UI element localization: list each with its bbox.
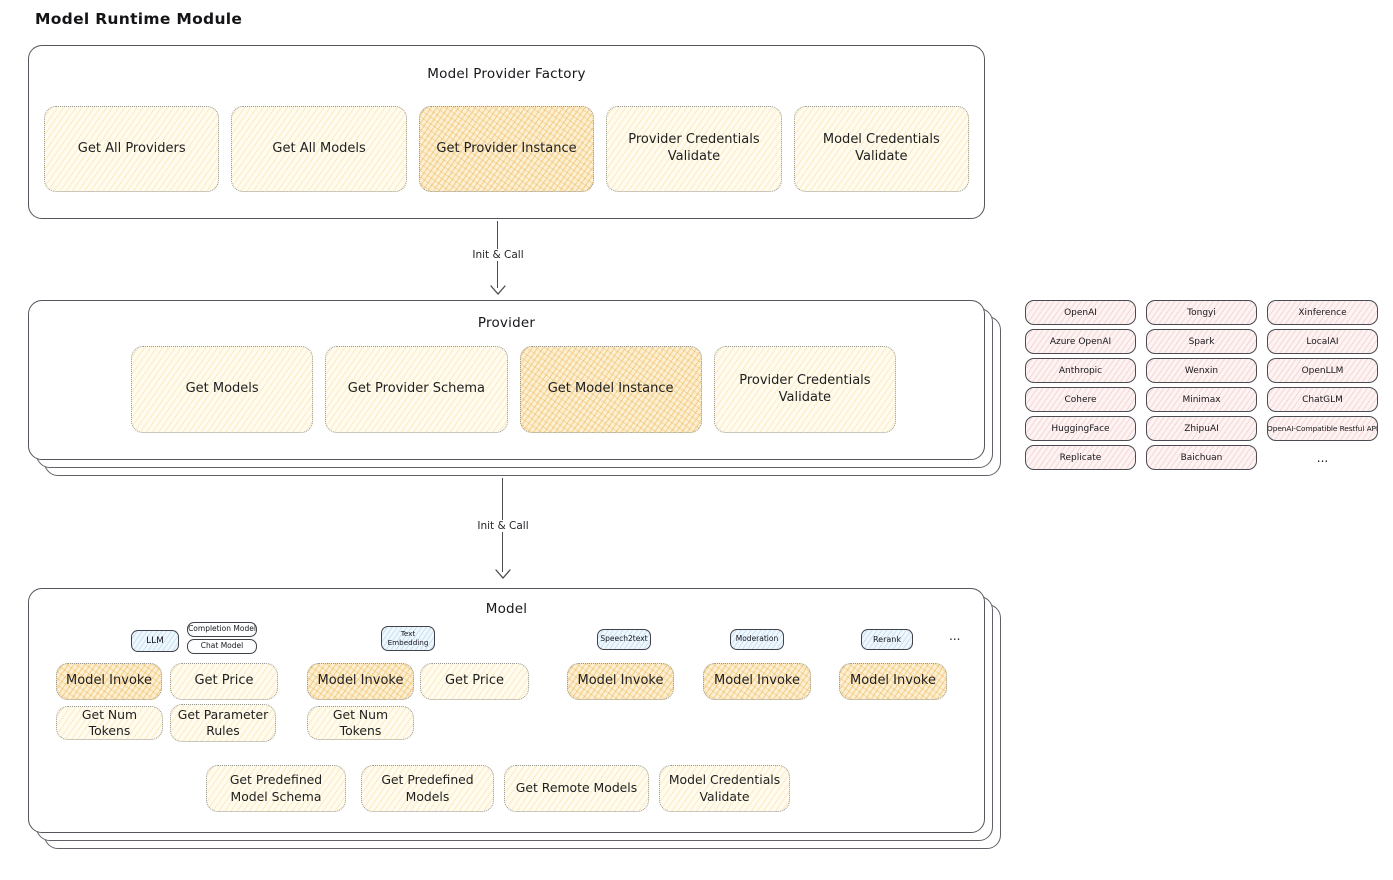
text-embedding-model-invoke-box: Model Invoke [307, 663, 414, 700]
get-provider-instance-box: Get Provider Instance [418, 106, 595, 192]
model-types-ellipsis: ... [949, 629, 961, 643]
factory-title: Model Provider Factory [427, 66, 586, 82]
text-embedding-get-price-box: Get Price [420, 663, 529, 700]
provider-cell-cohere: Cohere [1025, 387, 1136, 412]
provider-cell-openai-compatible: OpenAI-Compatible Restful API [1267, 416, 1378, 441]
get-all-providers-box: Get All Providers [44, 106, 220, 192]
provider-cell-huggingface: HuggingFace [1025, 416, 1136, 441]
provider-cell-spark: Spark [1146, 329, 1257, 354]
rerank-tag: Rerank [861, 629, 913, 650]
model-panel: Model LLM Completion Model Chat Model Te… [28, 588, 985, 833]
get-all-models-box: Get All Models [231, 106, 407, 192]
completion-model-tag: Completion Model [187, 622, 257, 637]
provider-cell-localai: LocalAI [1267, 329, 1378, 354]
arrow-down-icon [490, 285, 506, 295]
provider-cell-openllm: OpenLLM [1267, 358, 1378, 383]
provider-cell-openai: OpenAI [1025, 300, 1136, 325]
provider-cell-tongyi: Tongyi [1146, 300, 1257, 325]
provider-cell-chatglm: ChatGLM [1267, 387, 1378, 412]
llm-tag: LLM [131, 630, 179, 652]
rerank-model-invoke-box: Model Invoke [839, 663, 947, 700]
arrow-label-init-call-1: Init & Call [467, 249, 529, 261]
llm-model-invoke-box: Model Invoke [56, 663, 162, 700]
get-provider-schema-box: Get Provider Schema [325, 346, 508, 433]
provider-title: Provider [477, 315, 536, 331]
provider-credentials-validate-box-2: Provider Credentials Validate [713, 346, 896, 433]
provider-cell-replicate: Replicate [1025, 445, 1136, 470]
moderation-tag: Moderation [730, 629, 784, 650]
llm-get-num-tokens-box: Get Num Tokens [56, 706, 163, 740]
model-credentials-validate-box: Model Credentials Validate [793, 106, 970, 192]
provider-panel: Provider Get Models Get Provider Schema … [28, 300, 985, 460]
page-title: Model Runtime Module [35, 10, 243, 28]
chat-model-tag: Chat Model [187, 639, 257, 654]
arrow-label-init-call-2: Init & Call [472, 520, 534, 532]
text-embedding-tag: Text Embedding [381, 626, 435, 651]
model-title: Model [485, 601, 528, 617]
provider-cell-xinference: Xinference [1267, 300, 1378, 325]
get-models-box: Get Models [131, 346, 314, 433]
model-credentials-validate-box-2: Model Credentials Validate [659, 765, 790, 812]
provider-list-grid: OpenAI Tongyi Xinference Azure OpenAI Sp… [1025, 300, 1378, 470]
text-embedding-get-num-tokens-box: Get Num Tokens [307, 706, 414, 740]
moderation-model-invoke-box: Model Invoke [703, 663, 811, 700]
speech2text-tag: Speech2text [597, 629, 651, 650]
provider-cell-baichuan: Baichuan [1146, 445, 1257, 470]
speech2text-model-invoke-box: Model Invoke [567, 663, 674, 700]
provider-credentials-validate-box: Provider Credentials Validate [606, 106, 782, 192]
get-predefined-models-box: Get Predefined Models [361, 765, 494, 812]
provider-cell-minimax: Minimax [1146, 387, 1257, 412]
llm-get-price-box: Get Price [170, 663, 278, 700]
llm-get-parameter-rules-box: Get Parameter Rules [170, 704, 276, 742]
get-predefined-model-schema-box: Get Predefined Model Schema [206, 765, 346, 812]
factory-button-row: Get All Providers Get All Models Get Pro… [44, 106, 970, 192]
provider-button-row: Get Models Get Provider Schema Get Model… [131, 346, 896, 433]
get-model-instance-box: Get Model Instance [519, 346, 702, 433]
provider-cell-wenxin: Wenxin [1146, 358, 1257, 383]
provider-cell-anthropic: Anthropic [1025, 358, 1136, 383]
provider-cell-zhipuai: ZhipuAI [1146, 416, 1257, 441]
get-remote-models-box: Get Remote Models [504, 765, 649, 812]
provider-cell-azure-openai: Azure OpenAI [1025, 329, 1136, 354]
arrow-down-icon-2 [495, 569, 511, 579]
factory-panel: Model Provider Factory Get All Providers… [28, 45, 985, 219]
provider-list-ellipsis: ... [1316, 450, 1329, 465]
